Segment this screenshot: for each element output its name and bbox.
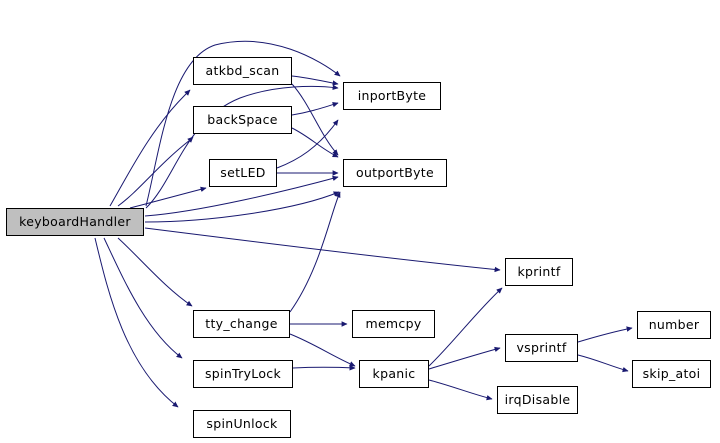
- graph-node-label: number: [648, 316, 700, 332]
- call-edge-keyboardHandler-to-kprintf: [144, 227, 501, 273]
- graph-node-label: kpanic: [372, 365, 416, 381]
- call-edge-spinTryLock-to-kpanic: [292, 365, 356, 371]
- graph-node-label: atkbd_scan: [205, 62, 280, 78]
- graph-node-label: vsprintf: [516, 339, 567, 355]
- graph-node-tty_change[interactable]: tty_change: [193, 310, 290, 338]
- call-edge-atkbd_scan-to-outportByte: [291, 83, 339, 156]
- call-edge-setLED-to-inportByte: [276, 119, 339, 169]
- graph-node-label: backSpace: [207, 111, 278, 127]
- call-edge-keyboardHandler-to-backSpace: [117, 136, 194, 207]
- graph-node-label: outportByte: [356, 164, 434, 180]
- graph-node-keyboardHandler[interactable]: keyboardHandler: [6, 208, 144, 236]
- graph-node-label: keyboardHandler: [19, 213, 131, 229]
- call-edge-keyboardHandler-to-setLED: [129, 186, 207, 209]
- call-edge-keyboardHandler-to-tty_change: [117, 237, 193, 307]
- graph-node-skip_atoi[interactable]: skip_atoi: [632, 360, 711, 388]
- call-edge-keyboardHandler-to-outportByte: [144, 175, 339, 217]
- graph-node-atkbd_scan[interactable]: atkbd_scan: [193, 57, 292, 85]
- graph-node-label: irqDisable: [504, 391, 571, 407]
- graph-node-label: kprintf: [517, 263, 561, 279]
- graph-node-label: tty_change: [205, 315, 278, 331]
- graph-node-label: skip_atoi: [642, 365, 701, 381]
- graph-node-vsprintf[interactable]: vsprintf: [505, 334, 578, 362]
- call-edge-backSpace-to-inportByte: [291, 102, 339, 116]
- call-edge-keyboardHandler-to-spinUnlock: [94, 237, 179, 408]
- call-edge-atkbd_scan-to-inportByte: [291, 75, 339, 86]
- call-edge-keyboardHandler-to-inportByte: [145, 84, 339, 209]
- call-edge-keyboardHandler-to-atkbd_scan: [109, 89, 191, 207]
- call-edge-backSpace-to-outportByte: [291, 127, 339, 158]
- call-edge-kpanic-to-vsprintf: [428, 346, 501, 370]
- graph-node-kprintf[interactable]: kprintf: [505, 258, 573, 286]
- graph-node-inportByte[interactable]: inportByte: [343, 82, 441, 110]
- graph-node-spinUnlock[interactable]: spinUnlock: [193, 410, 291, 438]
- call-edge-tty_change-to-kpanic: [289, 333, 356, 367]
- call-edge-keyboardHandler-to-outportByte: [144, 191, 340, 223]
- call-edge-vsprintf-to-skip_atoi: [577, 354, 629, 373]
- graph-node-backSpace[interactable]: backSpace: [193, 106, 292, 134]
- graph-node-kpanic[interactable]: kpanic: [359, 360, 429, 388]
- graph-node-outportByte[interactable]: outportByte: [343, 159, 447, 187]
- graph-node-label: spinUnlock: [206, 415, 278, 431]
- graph-node-number[interactable]: number: [637, 311, 711, 339]
- call-edge-keyboardHandler-to-spinTryLock: [103, 237, 183, 359]
- call-edge-kpanic-to-irqDisable: [428, 379, 493, 401]
- graph-node-label: memcpy: [365, 315, 422, 331]
- graph-node-memcpy[interactable]: memcpy: [352, 310, 435, 338]
- call-edge-tty_change-to-outportByte: [289, 191, 341, 313]
- graph-node-label: spinTryLock: [205, 365, 281, 381]
- graph-node-setLED[interactable]: setLED: [209, 159, 277, 187]
- graph-node-label: inportByte: [357, 87, 427, 103]
- graph-node-irqDisable[interactable]: irqDisable: [497, 386, 578, 414]
- call-edge-vsprintf-to-number: [577, 326, 633, 343]
- call-edge-kpanic-to-kprintf: [428, 287, 503, 367]
- graph-node-spinTryLock[interactable]: spinTryLock: [193, 360, 293, 388]
- graph-node-label: setLED: [220, 164, 266, 180]
- call-edge-keyboardHandler-to-inportByte: [145, 40, 341, 207]
